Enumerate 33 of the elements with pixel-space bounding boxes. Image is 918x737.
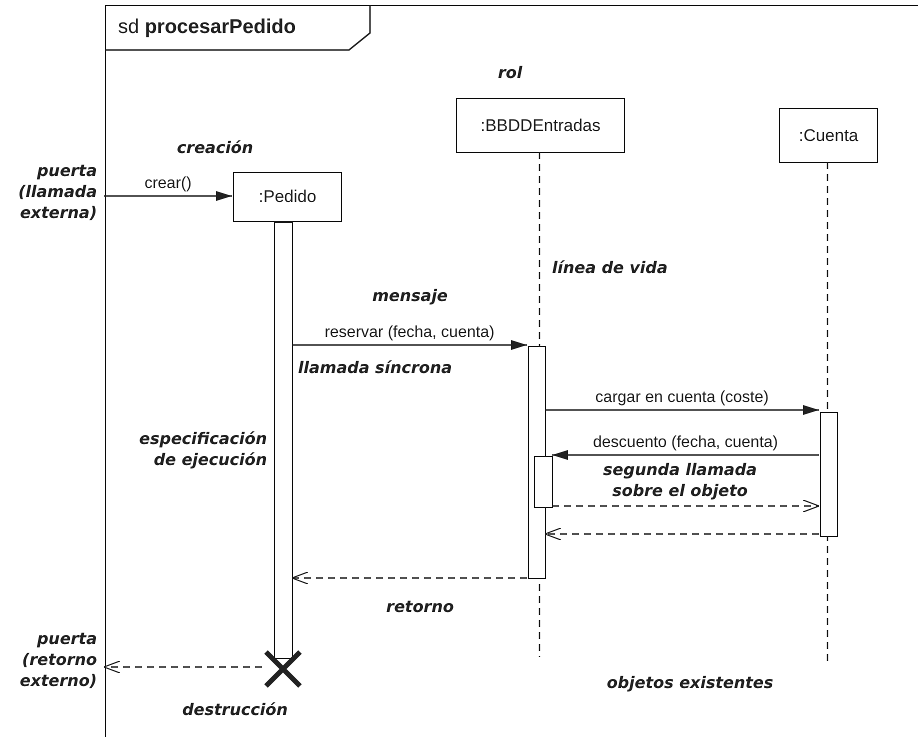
message-label: reservar (fecha, cuenta) [324,324,496,342]
message-arrow [292,340,527,350]
message-arrow [552,450,819,460]
activation-bar [534,456,553,508]
gate-label: puerta (llamada externa) [0,160,104,226]
annotation: destrucción [181,699,289,720]
frame-title: sd procesarPedido [118,16,296,39]
gate-label: puerta (retorno externo) [0,628,104,694]
annotation: rol [496,62,524,83]
message-arrow [545,405,819,415]
annotation: línea de vida [552,257,669,278]
lifeline-head: :BBDDEntradas [456,98,625,153]
annotation: segunda llamada sobre el objeto [602,459,758,501]
message-arrow [104,191,232,201]
lifeline-head: :Cuenta [779,108,878,163]
annotation: retorno [385,596,455,617]
return-arrow [544,527,819,541]
message-label: crear() [143,175,193,193]
annotation: especificación de ejecución [138,428,267,470]
return-arrow [552,499,820,513]
annotation: creación [176,137,254,158]
annotation: llamada síncrona [298,357,454,378]
diagram-frame [105,5,918,737]
message-label: cargar en cuenta (coste) [594,389,770,407]
activation-bar [820,412,838,537]
annotation: objetos existentes [606,672,774,693]
return-arrow [291,571,527,585]
return-arrow [103,660,262,674]
activation-bar [274,222,293,659]
annotation: mensaje [371,285,449,306]
lifeline-head: :Pedido [233,172,342,222]
destruction-mark [263,649,303,689]
message-label: descuento (fecha, cuenta) [592,434,779,452]
